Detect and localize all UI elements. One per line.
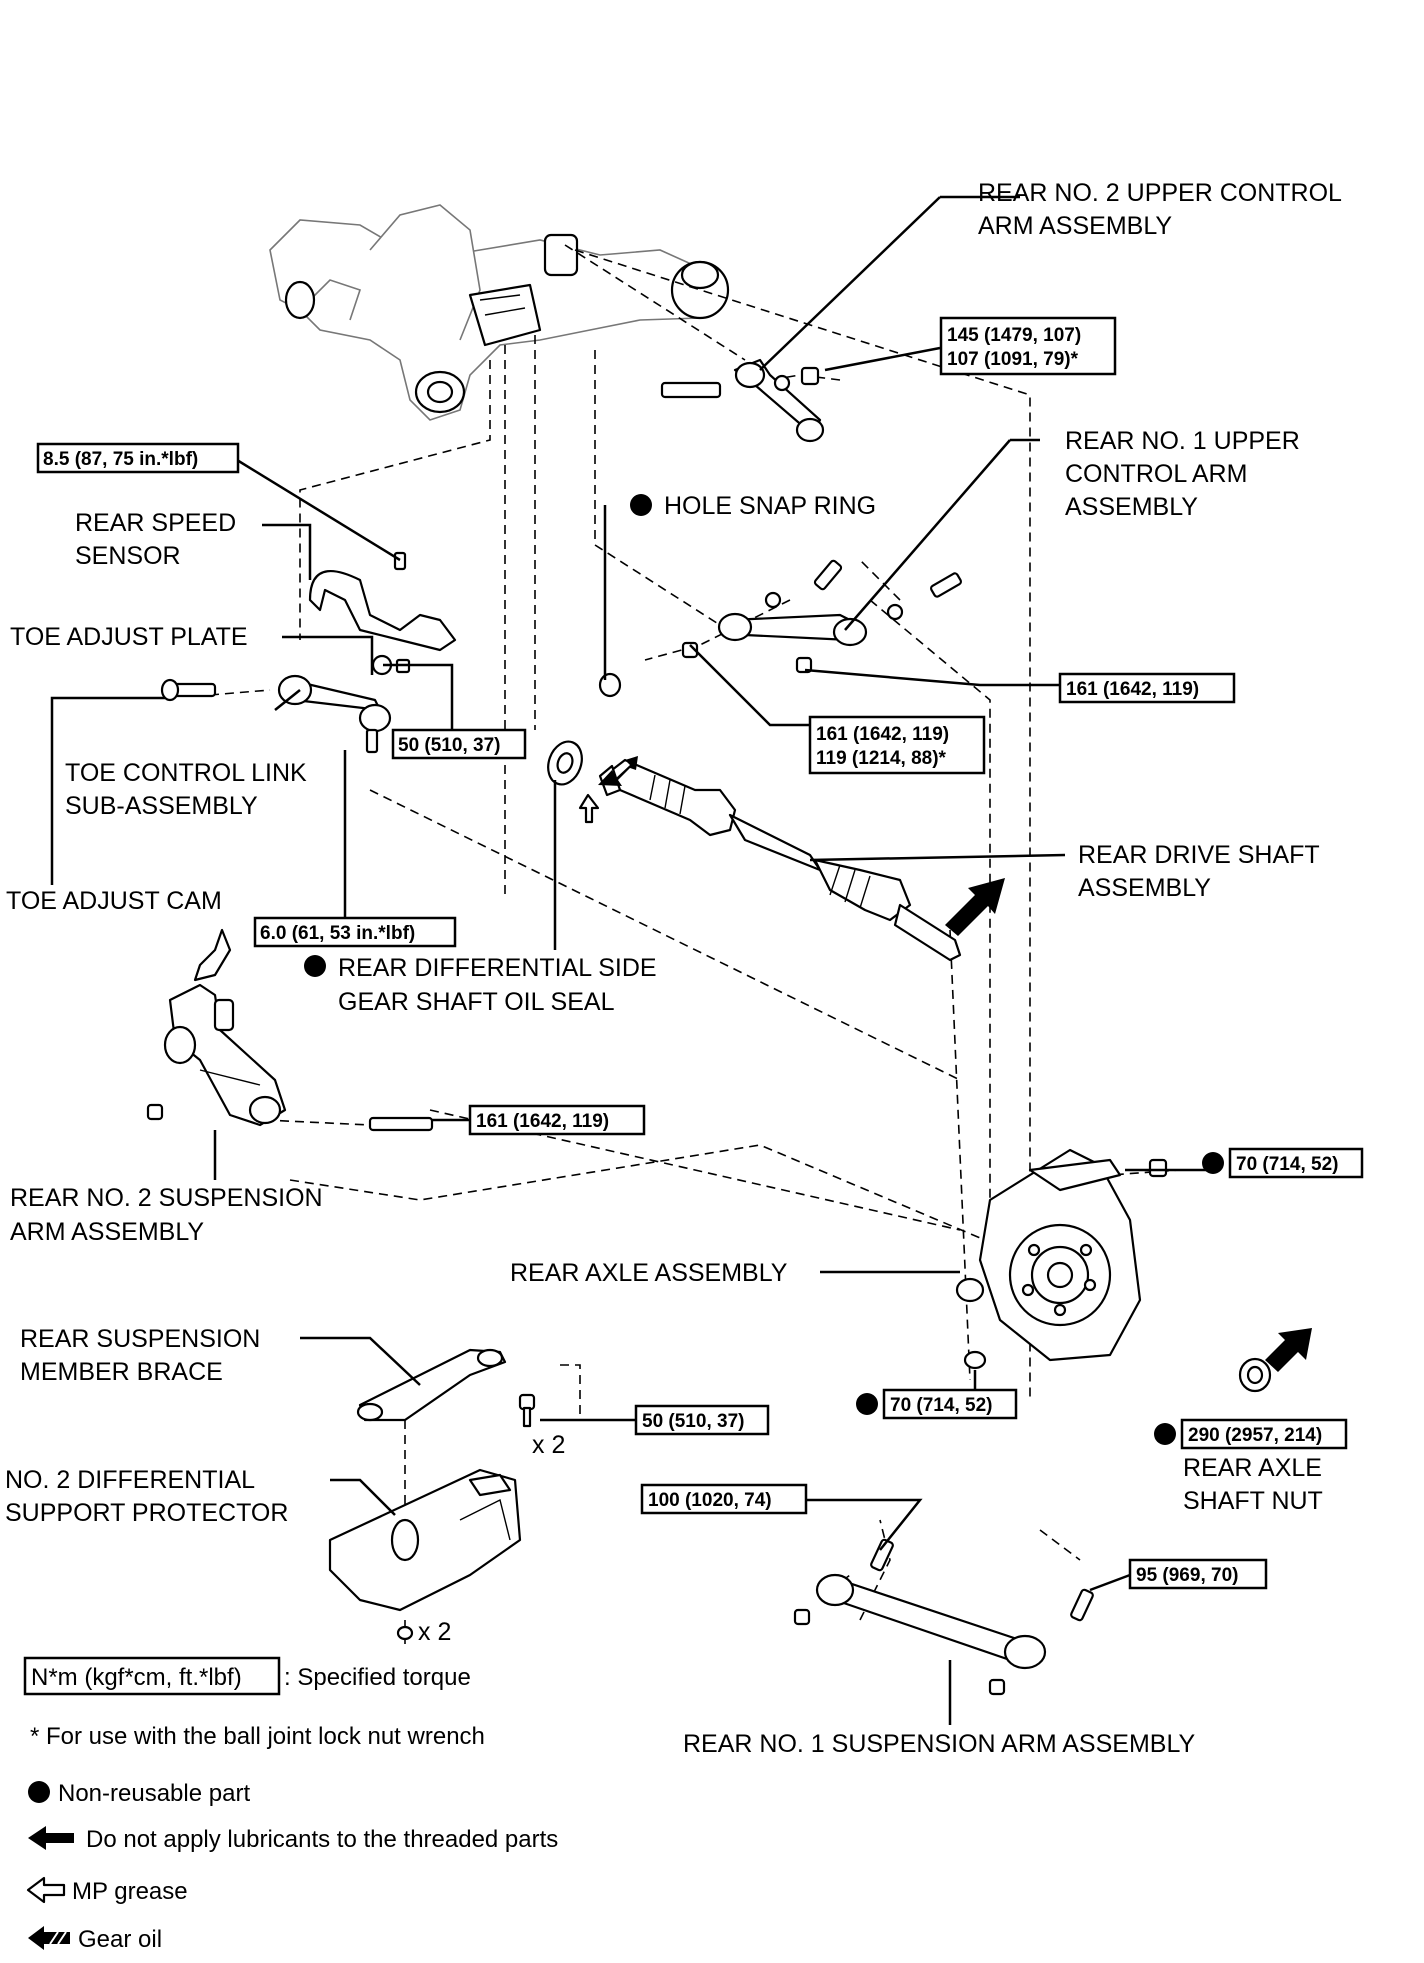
differential-support-protector [328, 1468, 522, 1641]
mp-grease-arrow-icon [26, 1876, 66, 1904]
upper-arm-1-label-line1: REAR NO. 1 UPPER [1065, 427, 1300, 455]
upper-arm-1-label-line3: ASSEMBLY [1065, 493, 1198, 521]
protector-quantity-label: x 2 [418, 1618, 451, 1646]
rear-axle-assembly [955, 1148, 1168, 1370]
svg-text:70 (714, 52): 70 (714, 52) [1236, 1154, 1338, 1175]
leader-lines [50, 195, 1210, 1725]
legend-torque-box-text: N*m (kgf*cm, ft.*lbf) [31, 1664, 242, 1691]
toe-plate-label: TOE ADJUST PLATE [10, 623, 248, 651]
torque-box-axle-nut: 290 (2957, 214) [1154, 1418, 1348, 1450]
torque-box-toe-plate: 50 (510, 37) [391, 728, 527, 760]
nut-icon [800, 366, 820, 386]
drive-shaft-label-line2: ASSEMBLY [1078, 874, 1211, 902]
brace-quantity-label: x 2 [532, 1431, 565, 1459]
torque-box-upper-arm-2: 145 (1479, 107) 107 (1091, 79)* [939, 316, 1117, 376]
legend-ball-joint-text: * For use with the ball joint lock nut w… [30, 1723, 485, 1750]
axle-assembly-label: REAR AXLE ASSEMBLY [510, 1259, 788, 1287]
suspension-arm-2 [146, 928, 434, 1132]
mp-grease-arrow-icon [578, 793, 600, 824]
speed-sensor-label-line1: REAR SPEED [75, 509, 236, 537]
svg-text:6.0 (61, 53 in.*lbf): 6.0 (61, 53 in.*lbf) [260, 923, 415, 944]
non-reusable-dot-icon [28, 1781, 50, 1803]
non-reusable-dot-icon [304, 955, 326, 977]
torque-box-toe-link: 6.0 (61, 53 in.*lbf) [253, 916, 457, 948]
svg-text:50 (510, 37): 50 (510, 37) [398, 735, 500, 756]
non-reusable-dot-icon [630, 494, 652, 516]
non-reusable-dot-icon [1202, 1152, 1224, 1174]
suspension-member-brace [356, 1348, 536, 1428]
torque-box-susp-arm-1-front: 100 (1020, 74) [640, 1483, 808, 1515]
upper-arm-1-label-line2: CONTROL ARM [1065, 460, 1247, 488]
no-lubricant-arrow-icon [945, 878, 1005, 936]
svg-text:161 (1642, 119): 161 (1642, 119) [816, 724, 949, 745]
torque-box-susp-arm-2: 161 (1642, 119) [468, 1104, 646, 1136]
component-labels: REAR NO. 2 UPPER CONTROL ARM ASSEMBLY RE… [5, 179, 1342, 1758]
svg-text:161 (1642, 119): 161 (1642, 119) [1066, 679, 1199, 700]
svg-text:145 (1479, 107): 145 (1479, 107) [947, 325, 1081, 346]
torque-box-axle-top: 70 (714, 52) [1202, 1147, 1364, 1179]
svg-text:95 (969, 70): 95 (969, 70) [1136, 1565, 1238, 1586]
diff-protector-label-line1: NO. 2 DIFFERENTIAL [5, 1466, 255, 1494]
non-reusable-dot-icon [856, 1393, 878, 1415]
svg-text:100 (1020, 74): 100 (1020, 74) [648, 1490, 772, 1511]
svg-text:290 (2957, 214): 290 (2957, 214) [1188, 1425, 1322, 1446]
torque-box-upper-arm-1-rear: 161 (1642, 119) [1058, 672, 1236, 704]
svg-text:107 (1091, 79)*: 107 (1091, 79)* [947, 349, 1079, 370]
upper-control-arm-2 [660, 358, 825, 443]
upper-arm-2-label-line1: REAR NO. 2 UPPER CONTROL [978, 179, 1342, 207]
drive-shaft-label-line1: REAR DRIVE SHAFT [1078, 841, 1320, 869]
toe-cam-label: TOE ADJUST CAM [6, 887, 222, 915]
no-lubricant-arrow-icon [28, 1826, 74, 1850]
non-reusable-dot-icon [1154, 1423, 1176, 1445]
torque-box-upper-arm-1-front: 161 (1642, 119) 119 (1214, 88)* [808, 715, 986, 775]
legend-non-reusable-text: Non-reusable part [58, 1780, 250, 1807]
oil-seal-label-line2: GEAR SHAFT OIL SEAL [338, 988, 615, 1016]
torque-specifications: 145 (1479, 107) 107 (1091, 79)* 8.5 (87,… [36, 316, 1364, 1590]
upper-arm-2-label-line2: ARM ASSEMBLY [978, 212, 1172, 240]
susp-arm-1-label: REAR NO. 1 SUSPENSION ARM ASSEMBLY [683, 1730, 1196, 1758]
svg-text:8.5 (87, 75 in.*lbf): 8.5 (87, 75 in.*lbf) [43, 449, 198, 470]
suspension-arm-1 [793, 1538, 1094, 1696]
snap-ring-icon [598, 672, 622, 698]
member-brace-label-line2: MEMBER BRACE [20, 1358, 223, 1386]
susp-arm-2-label-line2: ARM ASSEMBLY [10, 1218, 204, 1246]
hole-snap-ring-label: HOLE SNAP RING [664, 492, 876, 520]
svg-text:161 (1642, 119): 161 (1642, 119) [476, 1111, 609, 1132]
diff-protector-label-line2: SUPPORT PROTECTOR [5, 1499, 288, 1527]
axle-nut-label-line2: SHAFT NUT [1183, 1487, 1323, 1515]
legend-torque-text: : Specified torque [284, 1664, 471, 1691]
svg-text:70 (714, 52): 70 (714, 52) [890, 1395, 992, 1416]
rear-drive-shaft [598, 756, 1005, 962]
legend: N*m (kgf*cm, ft.*lbf) : Specified torque… [23, 1656, 558, 1953]
gear-oil-arrow-icon [598, 756, 638, 786]
snap-ring-and-oil-seal [547, 672, 622, 824]
upper-control-arm-1 [681, 559, 962, 674]
toe-link-label-line1: TOE CONTROL LINK [65, 759, 307, 787]
torque-box-axle-bottom: 70 (714, 52) [856, 1388, 1018, 1420]
legend-gear-oil-text: Gear oil [78, 1926, 162, 1953]
bolt-icon [660, 381, 722, 399]
speed-sensor-and-toe-link [160, 551, 457, 754]
axle-shaft-nut [1238, 1328, 1312, 1393]
washer-icon [773, 374, 791, 392]
gear-oil-arrow-icon [28, 1926, 70, 1950]
oil-seal-label-line1: REAR DIFFERENTIAL SIDE [338, 954, 657, 982]
member-brace-label-line1: REAR SUSPENSION [20, 1325, 260, 1353]
torque-box-member-brace: 50 (510, 37) [634, 1404, 770, 1436]
susp-arm-2-label-line1: REAR NO. 2 SUSPENSION [10, 1184, 323, 1212]
legend-no-lube-text: Do not apply lubricants to the threaded … [86, 1826, 558, 1853]
torque-box-speed-sensor: 8.5 (87, 75 in.*lbf) [36, 442, 240, 474]
torque-box-susp-arm-1-rear: 95 (969, 70) [1128, 1558, 1268, 1590]
svg-text:50 (510, 37): 50 (510, 37) [642, 1411, 744, 1432]
legend-mp-grease-text: MP grease [72, 1878, 188, 1905]
speed-sensor-label-line2: SENSOR [75, 542, 181, 570]
toe-link-label-line2: SUB-ASSEMBLY [65, 792, 258, 820]
axle-nut-label-line1: REAR AXLE [1183, 1454, 1322, 1482]
svg-text:119 (1214, 88)*: 119 (1214, 88)* [816, 748, 947, 769]
suspension-member-illustration [269, 204, 730, 421]
